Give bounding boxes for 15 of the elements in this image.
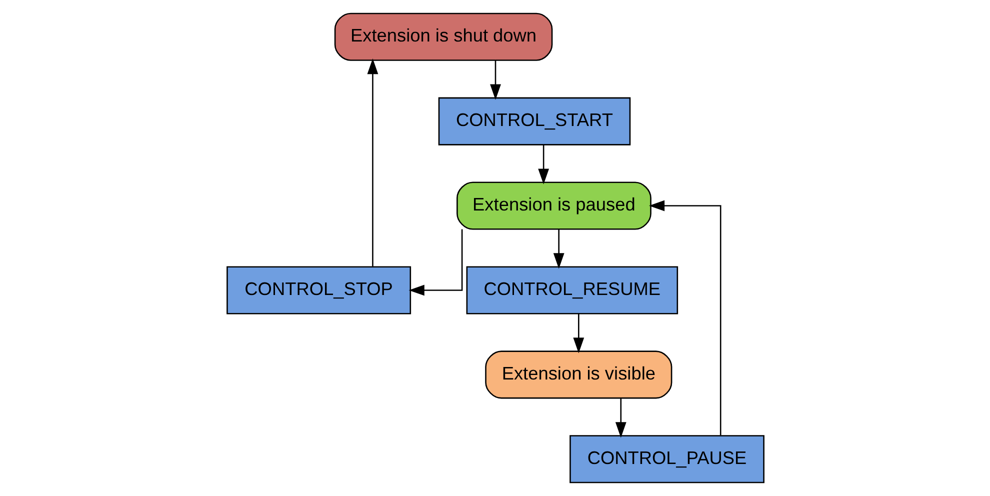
node-box: CONTROL_START xyxy=(438,97,630,146)
arrow xyxy=(538,144,549,184)
arrow xyxy=(408,229,462,296)
arrow xyxy=(490,60,500,100)
node-box: Extension is paused xyxy=(456,182,651,230)
node-box: Extension is visible xyxy=(484,350,672,399)
arrow xyxy=(552,229,564,269)
node-box: CONTROL_STOP xyxy=(226,266,411,314)
node-box: CONTROL_PAUSE xyxy=(569,435,764,484)
node-box: Extension is shut down xyxy=(334,12,552,61)
node-box: CONTROL_RESUME xyxy=(466,266,678,314)
arrow xyxy=(366,58,378,266)
arrow xyxy=(648,200,721,436)
arrow xyxy=(614,398,626,438)
arrow xyxy=(572,314,584,354)
